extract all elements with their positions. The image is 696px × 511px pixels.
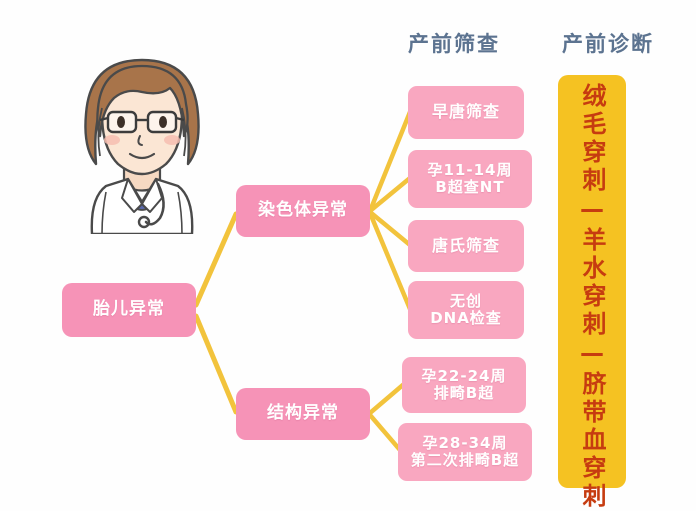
node-label-line1: 孕28-34周	[422, 433, 508, 452]
node-anomaly-ultrasound-28-34[interactable]: 孕28-34周 第二次排畸B超	[398, 423, 532, 481]
node-fetal-abnormality[interactable]: 胎儿异常	[62, 283, 196, 337]
node-label-line1: 无创	[449, 291, 482, 310]
node-label-line2: DNA检查	[430, 309, 502, 327]
line-chromosome-to-item3	[367, 209, 413, 248]
column-header-prenatal-screening: 产前筛查	[408, 32, 500, 56]
node-label-line1: 早唐筛查	[431, 102, 500, 122]
node-label-line1: 唐氏筛查	[431, 235, 500, 255]
line-chromosome-to-item1	[367, 109, 413, 214]
node-label-line2: 第二次排畸B超	[410, 451, 520, 469]
node-nt-ultrasound[interactable]: 孕11-14周 B超查NT	[408, 150, 532, 208]
node-early-down-screening[interactable]: 早唐筛查	[408, 86, 524, 139]
node-label-line2: B超查NT	[435, 178, 505, 196]
node-structural-abnormality[interactable]: 结构异常	[236, 388, 370, 440]
node-label-line1: 孕22-24周	[421, 366, 507, 385]
female-doctor-illustration	[84, 58, 200, 234]
line-structure-to-item5	[367, 381, 407, 416]
line-chromosome-to-item2	[367, 175, 413, 214]
column-header-prenatal-diagnosis: 产前诊断	[562, 32, 654, 56]
prenatal-diagnosis-text: 绒毛穿刺—羊水穿刺—脐带血穿刺	[578, 83, 606, 511]
panel-prenatal-diagnosis[interactable]: 绒毛穿刺—羊水穿刺—脐带血穿刺	[558, 75, 626, 511]
line-structure-to-item6	[367, 412, 403, 453]
node-label-line1: 孕11-14周	[427, 160, 513, 179]
node-noninvasive-dna-test[interactable]: 无创 DNA检查	[408, 281, 524, 339]
line-root-to-structure	[193, 313, 239, 415]
node-anomaly-ultrasound-22-24[interactable]: 孕22-24周 排畸B超	[402, 357, 526, 413]
line-chromosome-to-item4	[367, 210, 413, 312]
node-chromosomal-abnormality[interactable]: 染色体异常	[236, 185, 370, 237]
node-down-syndrome-screening[interactable]: 唐氏筛查	[408, 220, 524, 272]
node-label-line2: 排畸B超	[433, 384, 495, 402]
